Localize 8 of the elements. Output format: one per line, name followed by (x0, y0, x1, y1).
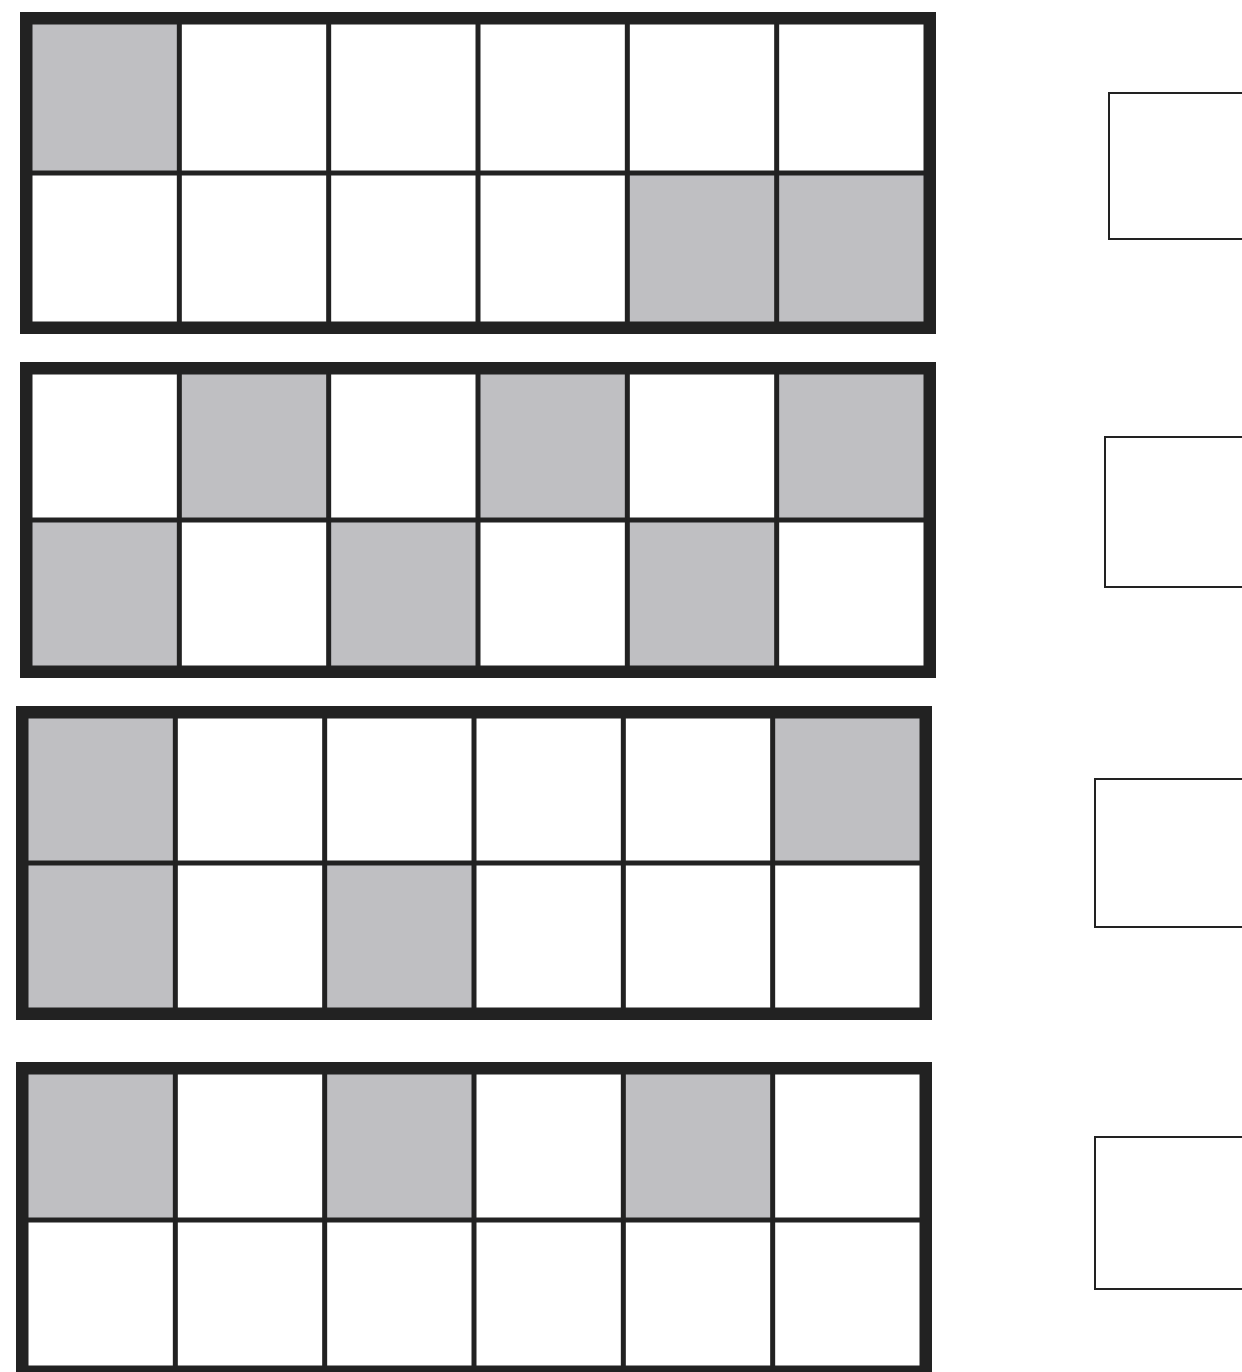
answer-box (1108, 92, 1242, 240)
grid-frame (20, 12, 936, 334)
answer-box (1094, 1136, 1242, 1290)
answer-box (1094, 778, 1242, 928)
grid-frame (16, 706, 932, 1020)
grid-frame (16, 1062, 932, 1372)
grid-frame (20, 362, 936, 678)
answer-box (1104, 436, 1242, 588)
